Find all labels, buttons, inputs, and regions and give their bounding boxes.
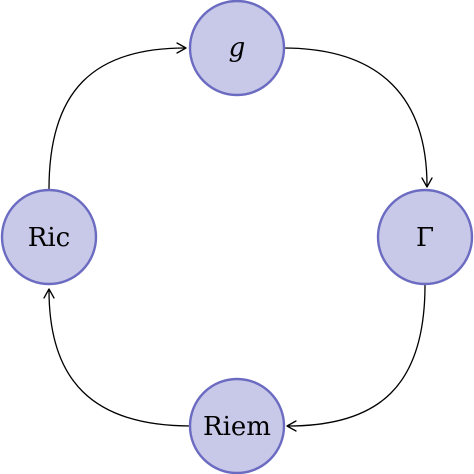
arrowhead-ric-to-g (176, 42, 187, 54)
node-ric-circle (0, 188, 98, 286)
node-ric-label: Ric (28, 223, 70, 253)
arrowhead-riem-to-ric (43, 288, 55, 299)
node-gamma: Γ (376, 188, 474, 286)
arrowhead-g-to-gamma (421, 177, 433, 188)
node-g: g (188, 0, 286, 97)
edge-g-to-gamma (282, 47, 428, 187)
node-riem-label: Riem (203, 412, 271, 442)
node-gamma-circle (376, 188, 474, 286)
arrowhead-gamma-to-riem (286, 420, 297, 432)
edge-ric-to-g (48, 47, 186, 190)
node-riem-circle (188, 377, 286, 474)
edge-riem-to-ric (48, 289, 192, 427)
node-ric: Ric (0, 188, 98, 286)
node-gamma-label: Γ (416, 223, 434, 253)
node-riem: Riem (188, 377, 286, 474)
node-g-label: g (229, 33, 246, 63)
edge-gamma-to-riem (287, 284, 426, 427)
node-g-circle (188, 0, 286, 97)
edges (43, 42, 433, 432)
